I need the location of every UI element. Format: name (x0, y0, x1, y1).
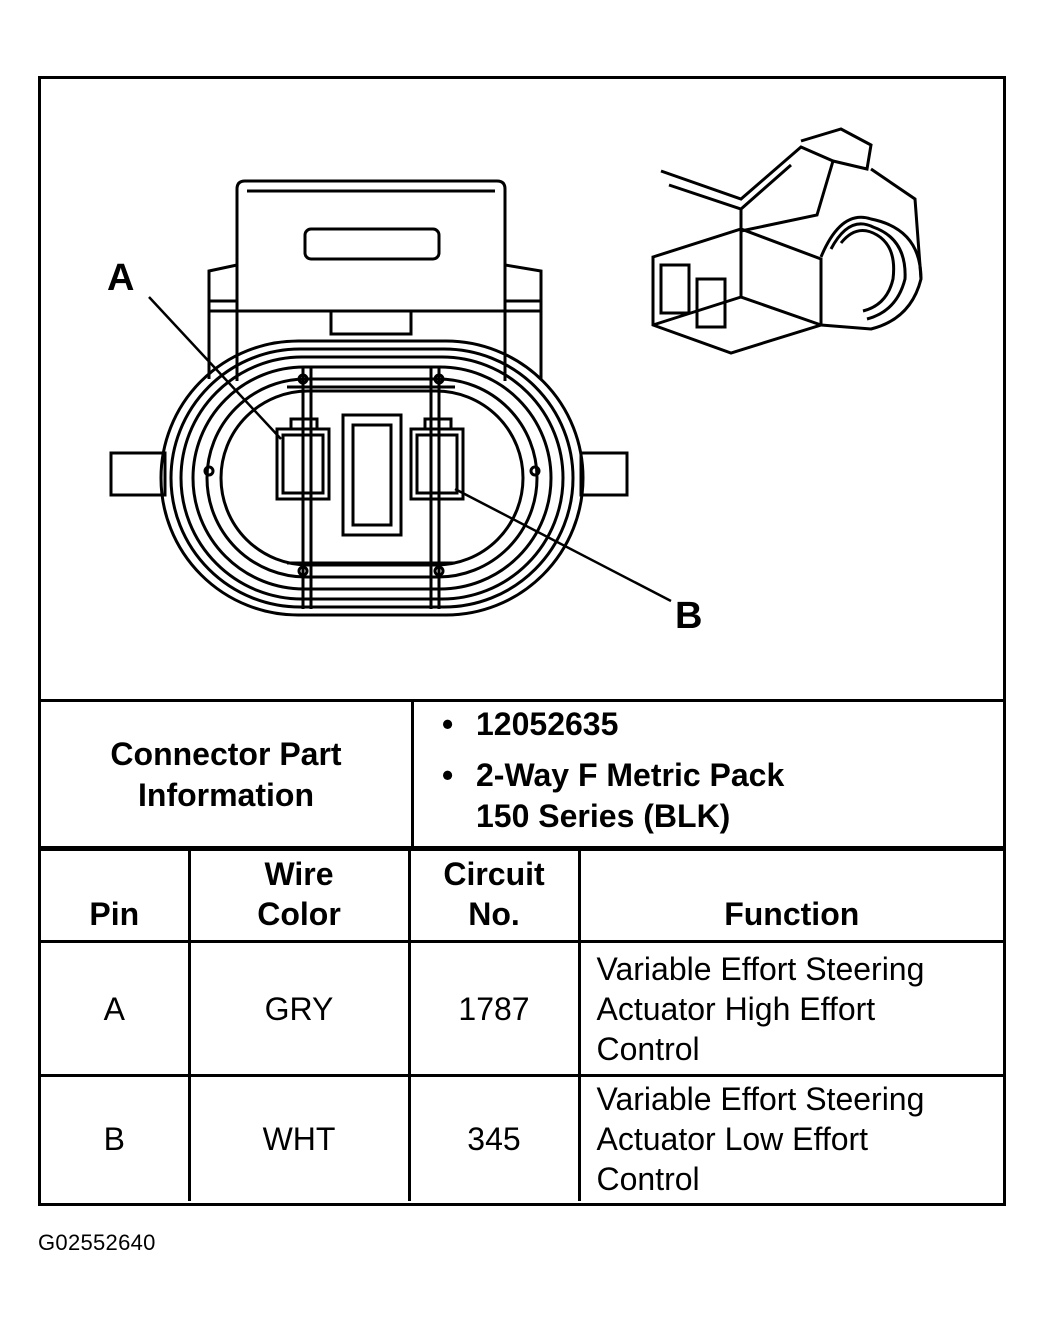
wire-color-cell: WHT (187, 1074, 411, 1201)
callout-a-label: A (107, 257, 135, 299)
callout-b-label: B (675, 595, 703, 637)
connector-figure-frame: A B Connector Part Information • 1205263… (38, 76, 1006, 1206)
connector-type-item: • 2-Way F Metric Pack 150 Series (BLK) (442, 755, 1003, 837)
circuit-cell: 345 (407, 1074, 581, 1201)
connector-part-info-label: Connector Part Information (41, 699, 414, 851)
connector-info-table: Connector Part Information • 12052635 • … (41, 699, 1003, 851)
connector-part-info-text: Connector Part Information (110, 736, 342, 813)
header-function: Function (577, 846, 1003, 943)
connector-type-line-2: 150 Series (BLK) (476, 798, 731, 834)
part-number: 12052635 (476, 706, 619, 742)
connector-type-line-1: 2-Way F Metric Pack (476, 757, 785, 793)
circuit-cell: 1787 (407, 940, 581, 1077)
connector-diagram: A B (41, 79, 1003, 699)
pin-cell: A (41, 940, 191, 1077)
bullet-icon: • (442, 757, 454, 793)
part-number-item: • 12052635 (442, 704, 1003, 745)
table-row: B WHT 345 Variable Effort Steering Actua… (41, 1074, 1003, 1201)
wire-color-cell: GRY (187, 940, 411, 1077)
function-cell: Variable Effort Steering Actuator High E… (577, 940, 1003, 1077)
connector-part-info-values: • 12052635 • 2-Way F Metric Pack 150 Ser… (411, 699, 1003, 851)
connector-face-drawing (109, 127, 923, 617)
table-row: A GRY 1787 Variable Effort Steering Actu… (41, 940, 1003, 1077)
figure-id: G02552640 (38, 1230, 156, 1255)
bullet-icon: • (442, 706, 454, 742)
connector-isometric-view (651, 127, 923, 355)
function-cell: Variable Effort Steering Actuator Low Ef… (577, 1074, 1003, 1201)
pin-cell: B (41, 1074, 191, 1201)
header-pin: Pin (41, 846, 191, 943)
